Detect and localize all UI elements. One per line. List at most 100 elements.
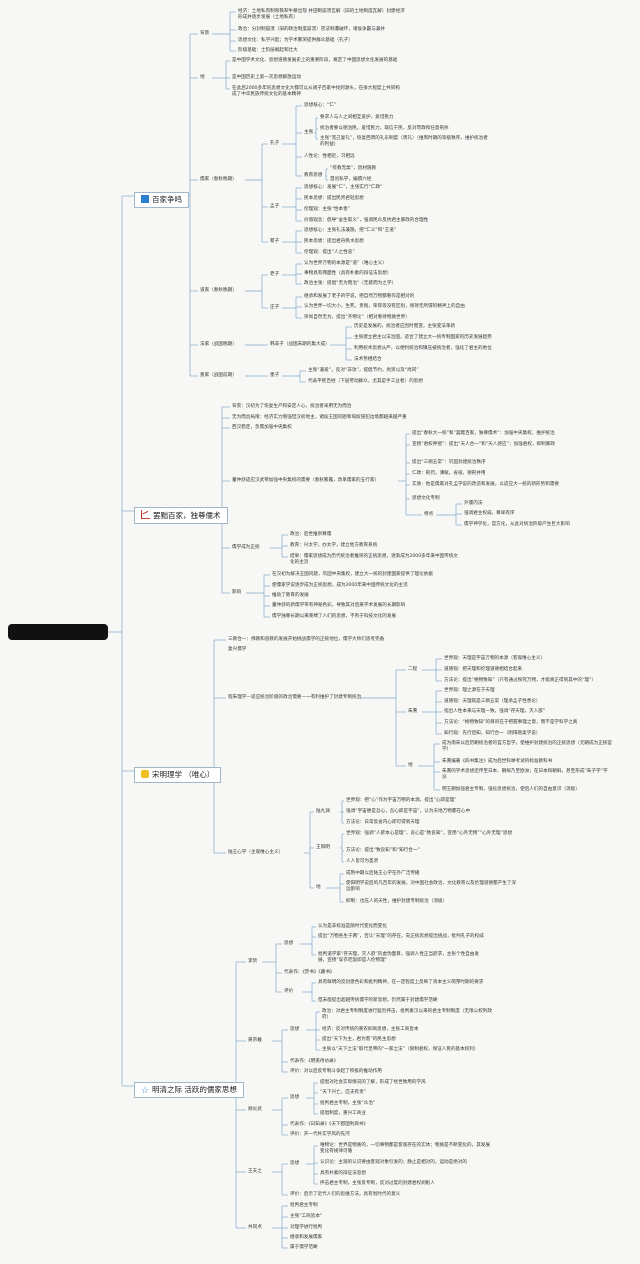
node-xz1[interactable]: 思想核心：主张礼法兼施，把“仁义”和“王道” [304, 228, 397, 233]
node-zy2[interactable]: 是中国历史上第一次思想解放运动 [232, 75, 301, 80]
node-gyw2[interactable]: “天下兴亡，匹夫有责” [320, 1090, 367, 1095]
node-mz2[interactable]: 民本思想：提出民贵君轻思想 [304, 196, 364, 201]
node-zhz2[interactable]: 认为世界一切大小，生死，贵贱，荣辱等没有区别，保持无所谓的精神上的自由 [304, 304, 465, 309]
node-td1[interactable]: 外儒内法 [464, 501, 483, 506]
node-hfz1[interactable]: 历史是发展的，统治者应因时而变，主张变法革新 [354, 324, 456, 329]
node-zy-zx2[interactable]: 朱熹编著《四书集注》成为后世科举考试的标准教科书 [442, 759, 553, 764]
node-zx3[interactable]: 指出人性本来与天理一致，强调“存天理，灭人欲” [444, 709, 546, 714]
node-xz2[interactable]: 民本思想：提出君舟民水思想 [304, 239, 364, 244]
node-mozi1[interactable]: 主张“兼爱”，反对“非攻”，提倡节约，尚贤以及“尚同” [308, 368, 419, 373]
node-wfz1[interactable]: 唯物论：世界是物质的，一切事物都是客观存在的实体；物质是不断变化的，其发展变化有… [320, 1143, 490, 1154]
node-wfz4[interactable]: 抨击君主专制，主张反专制，反对过度的封建君权剥削人 [320, 1181, 435, 1186]
node-bj4[interactable]: 阶级基础：士阶层崛起和壮大 [238, 48, 298, 53]
node-gyw-db[interactable]: 代表作：《日知录》《天下郡国利病书》 [290, 1122, 369, 1127]
node-wsr1[interactable]: 世界观：强调“人欲本心是理”，良心是“致良知”，宣扬“心外无物”“心外无理”思想 [346, 831, 513, 836]
node-rj[interactable]: 儒家（春秋晚期） [200, 177, 237, 182]
node-td3[interactable]: 儒学神学化，官方化，从此对统治阶级产生巨大影响 [464, 522, 570, 527]
node-mozi2[interactable]: 代表平民百姓（下层劳动群众，尤其是手工业者）的思想 [308, 379, 423, 384]
node-sx[interactable]: 思想核心：“仁” [304, 103, 337, 108]
node-hzx-sx[interactable]: 思想 [290, 1027, 300, 1032]
node-ljy1[interactable]: 世界观：把“心”作为宇宙万物的本源，提出“心即是理” [346, 798, 457, 803]
node-rx[interactable]: 儒学成为正统 [232, 545, 260, 550]
node-xz3[interactable]: 伦理观：提出“人之性恶” [304, 250, 355, 255]
node-wsr2[interactable]: 方法论：提出“致良知”和“知行合一” [346, 848, 420, 853]
node-zz1[interactable]: 要求人与人之间相互爱护，爱惜民力 [320, 115, 394, 120]
node-jy2[interactable]: 首创私学，编撰六经 [330, 177, 372, 182]
node-hfz4[interactable]: 法术势相结合 [354, 357, 382, 362]
node-hd-bj3[interactable]: 西汉稳定，急需加强中央集权 [232, 425, 292, 430]
node-lzh[interactable]: 李贽 [248, 959, 258, 964]
node-hzx4[interactable]: 主张以“天下之法”取代皇帝的“一家之法”（限制君权，保证人民的基本权利） [322, 1047, 479, 1052]
node-wfz-sx[interactable]: 思想 [290, 1161, 300, 1166]
branch-ming-qing[interactable]: ☆明清之际 活跃的儒家思想 [134, 1082, 244, 1098]
node-hd-bj2[interactable]: 无为而治局限：经济实力增强但汉初地主，诸侯王国问题和匈奴侵犯边境都越来越严重 [232, 415, 407, 420]
node-dzs6[interactable]: 思想文化专制 [412, 496, 440, 501]
node-zy-zx[interactable]: 地 [408, 763, 413, 768]
node-gyw3[interactable]: 批判君主专制，主张“众治” [320, 1101, 376, 1106]
node-bj[interactable]: 背景 [200, 31, 210, 36]
node-mz4[interactable]: 价值观念：倡导“舍生取义”，强调民众反抗君主暴政的合理性 [304, 218, 429, 223]
node-wfz3[interactable]: 具有朴素的辩证法思想 [320, 1171, 366, 1176]
node-yx2[interactable]: 使儒家学说逐步成为正统思想，成为2000年来中国传统文化的主流 [272, 583, 408, 588]
node-zy-lw2[interactable]: 使阳明学说后的凡百年的发展，对中国社会政治、文化教育以及伦理道德都产生了深远影响 [346, 881, 516, 892]
node-gyw-pj[interactable]: 评价：开一代朴实学风的先河 [290, 1132, 350, 1137]
node-zy[interactable]: 地 [200, 75, 205, 80]
node-zhz3[interactable]: 崇尚自然无为，提出“齐物论”（相对看待物质世界） [304, 315, 410, 320]
node-ec2[interactable]: 道德观：把天理和伦理道德相结合起来 [444, 667, 523, 672]
node-bj3[interactable]: 思想文化：私学兴起；为学术繁荣提供群众基础（孔子） [238, 38, 353, 43]
node-mz[interactable]: 孟子 [270, 204, 280, 209]
node-sm-bj2[interactable]: 复兴儒学 [228, 647, 247, 652]
node-ec[interactable]: 二程 [408, 667, 418, 672]
node-gyw[interactable]: 顾炎武 [248, 1107, 262, 1112]
node-kz[interactable]: 孔子 [270, 141, 280, 146]
node-td[interactable]: 特点 [424, 512, 434, 517]
node-gyw1[interactable]: 提倡对社会实际情况的了解，形成了经世致用的学风 [320, 1080, 426, 1085]
node-yx3[interactable]: 推动了教育的发展 [272, 593, 309, 598]
node-lz1[interactable]: 认为世界万物的本源是“道”（唯心主义） [304, 261, 387, 266]
node-dzs1[interactable]: 提出“春秋大一统”和“罢黜百家，独尊儒术”：加强中央集权，维护统治 [412, 431, 555, 436]
node-wfz2[interactable]: 认识论：主观的认识要由客观对象引发的；静止是相对的，运动是绝对的 [320, 1160, 468, 1165]
node-zx[interactable]: 朱熹 [408, 709, 418, 714]
node-lzh-pj1[interactable]: 具有鲜明的反封建色彩和批判精神，在一定程度上反映了资本主义萌芽时期的要求 [318, 980, 484, 985]
node-dzs5[interactable]: 实质：他是儒家对孔孟学说的改造和发展，以适应大一统的新形势和需要 [412, 482, 560, 487]
node-zx1[interactable]: 世界观：理之源在于天理 [444, 688, 495, 693]
node-dzs2[interactable]: 宣扬“君权神授”：提出“天人合一”和“天人感应”：加强君权，抑制暴政 [412, 442, 555, 447]
node-dzs[interactable]: 董仲舒适应汉武帝加强中央集权的需要（春秋繁露，改革儒家的五行家） [232, 478, 380, 483]
node-zz2[interactable]: 统治者要以德治民，爱惜民力，取信于民，反对苛政和任意刑杀 [320, 126, 449, 131]
node-wsr[interactable]: 王阳明 [316, 845, 330, 850]
node-zy-zx1[interactable]: 成为南宋以后历朝统治者的官方哲学，使维护封建统治的正统思想（元朝成为正统官学） [442, 741, 612, 752]
node-lzh-pj2[interactable]: 但未能提出超越传统儒学的新思想，仍然属于封建儒学范畴 [318, 998, 438, 1003]
node-mozi[interactable]: 墨子 [270, 373, 280, 378]
node-gtd3[interactable]: 对理学进行批判 [290, 1225, 323, 1230]
node-zhz[interactable]: 庄子 [270, 305, 280, 310]
node-zhz1[interactable]: 继承和发展了老子的学说，把自然万物都看作是相对的 [304, 294, 415, 299]
node-yx4[interactable]: 董仲舒的新儒学带有神秘色彩，导致其对后来学术发展的长期影响 [272, 603, 406, 608]
node-lzh2[interactable]: 提出“万物各生于两”，否认“天理”的存在，向正统思想提出挑战，批判孔子的权威 [318, 934, 484, 939]
node-hfz[interactable]: 韩非子（战国末期的集大成） [270, 342, 330, 347]
branch-confucianism-only[interactable]: 罢黜百家，独尊儒术 [134, 507, 228, 524]
node-hzx1[interactable]: 政治：对君主专制制度进行猛烈抨击，批判秦汉以来的君主专制制度（无限公权利政府） [322, 1009, 492, 1020]
node-lz2[interactable]: 事物具有两面性（具有朴素的辩证法思想） [304, 271, 392, 276]
node-rx2[interactable]: 教育：兴太学，办太学，建立地方教育系统 [290, 543, 378, 548]
node-zy3[interactable]: 在此后2000多年的思想文化大都可以从诸子百家中找到源头，在很大程度上共同构成了… [232, 86, 400, 97]
node-jy[interactable]: 教育思想 [304, 173, 323, 178]
node-lw[interactable]: 陆王心学（主观唯心主义） [228, 850, 284, 855]
node-yx5[interactable]: 儒学独尊长期以来束缚了人们的思想，不利于科技文化的发展 [272, 614, 397, 619]
node-zy-lw3[interactable]: 抑制：也压人的天性，维护封建专制统治（消极） [346, 899, 448, 904]
node-lzh-db[interactable]: 代表作：《焚书》《藏书》 [284, 970, 335, 975]
node-rx3[interactable]: 结果：儒家思想成为历代统治者推崇的正统思想，逐渐成为2000多年来中国传统文化的… [290, 554, 458, 565]
node-dzs4[interactable]: 仁政：刑罚，薄赋，省役，德刑并用 [412, 471, 486, 476]
node-hzx[interactable]: 黄宗羲 [248, 1038, 262, 1043]
node-jy1[interactable]: “有教无类”，因材施教 [330, 166, 377, 171]
node-dzs3[interactable]: 提出“三纲五常”：巩固封建统治秩序 [412, 460, 486, 465]
node-hzx-pj[interactable]: 评价：对以后反专制斗争起了积极的推动作用 [290, 1069, 382, 1074]
node-gyw4[interactable]: 提倡制度，重兴工商业 [320, 1111, 366, 1116]
node-zx4[interactable]: 方法论：“格物致知”的目的在于把握事理之意，而不是学科学之真 [444, 720, 578, 725]
node-zy-zx3[interactable]: 朱熹的学术思想还传至日本、朝鲜乃至欧洲；在日本和朝鲜，甚至形成“朱子学”学派 [442, 769, 608, 780]
node-dj[interactable]: 道家（春秋晚期） [200, 288, 237, 293]
node-sm-bj[interactable]: 三教合一：佛教和道教的发展开始挑战儒学的正统地位，儒学大师们思考完备 [228, 637, 385, 642]
node-lzh-sx[interactable]: 思想 [284, 941, 294, 946]
node-ljy2[interactable]: 强调“宇宙便是吾心，吾心即是宇宙”，认为天地万物都在心中 [346, 809, 471, 814]
node-mj[interactable]: 墨家（战国前期） [200, 373, 237, 378]
node-zy-lw1[interactable]: 成熟中期以后陆王心学在外广泛传播 [346, 871, 420, 876]
